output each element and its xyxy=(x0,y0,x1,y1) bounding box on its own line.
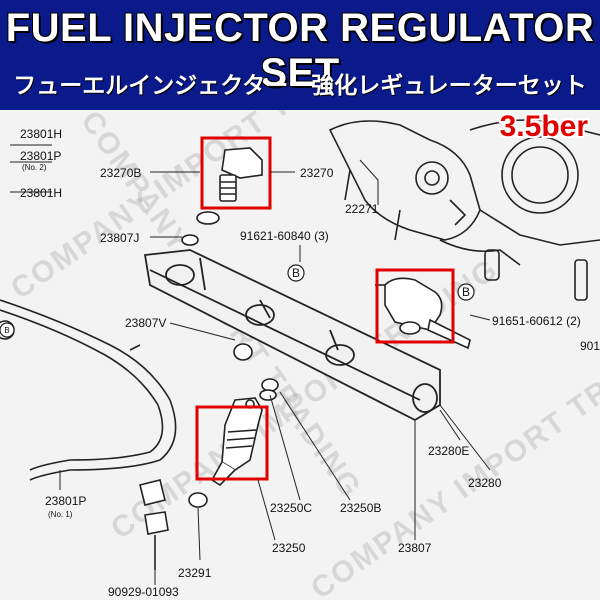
label-23250b: 23250B xyxy=(340,501,381,515)
part-number-labels: 23801H 23801P (No. 2) 23801H 23270B 2327… xyxy=(20,127,600,599)
product-subtitle: フューエルインジェクター 強化レギュレーターセット xyxy=(13,73,587,99)
label-901: 901 xyxy=(580,339,600,353)
label-23801p-no2: 23801P xyxy=(20,149,61,163)
label-23801h-mid: 23801H xyxy=(20,186,62,200)
clamp-drawing xyxy=(139,479,208,570)
label-90929-01093: 90929-01093 xyxy=(108,585,179,599)
marker-b-2: B xyxy=(462,285,470,299)
label-23807v: 23807V xyxy=(125,316,166,330)
marker-b-3: B xyxy=(4,326,9,335)
label-23280: 23280 xyxy=(468,476,502,490)
highlight-box-pulsation-damper xyxy=(200,136,272,210)
label-91621-60840: 91621-60840 (3) xyxy=(240,229,329,243)
label-23250: 23250 xyxy=(272,541,306,555)
label-23250c: 23250C xyxy=(270,501,312,515)
leader-lines xyxy=(10,144,491,585)
reference-markers: B B B xyxy=(0,264,475,338)
label-91651-60612: 91651-60612 (2) xyxy=(492,314,581,328)
label-23801p-no1-sub: (No. 1) xyxy=(48,510,73,519)
fuel-pulsation-damper xyxy=(219,147,263,202)
label-23807: 23807 xyxy=(398,541,432,555)
title-banner xyxy=(0,0,600,110)
fuel-hose-drawing xyxy=(0,299,177,481)
label-23270b: 23270B xyxy=(100,166,141,180)
pressure-rating: 3.5ber xyxy=(499,110,588,143)
label-23807j: 23807J xyxy=(100,231,139,245)
orings-top xyxy=(181,211,279,401)
highlight-box-regulator xyxy=(375,268,455,344)
label-23270: 23270 xyxy=(300,166,334,180)
label-22271: 22271 xyxy=(345,202,379,216)
marker-b-1: B xyxy=(292,266,300,280)
label-23291: 23291 xyxy=(178,566,212,580)
label-23801h-top: 23801H xyxy=(20,127,62,141)
fuel-pressure-regulator xyxy=(375,277,471,350)
label-23801p-no1: 23801P xyxy=(45,494,86,508)
throttle-body-drawing xyxy=(328,119,600,301)
label-23280e: 23280E xyxy=(428,444,469,458)
label-23801p-no2-sub: (No. 2) xyxy=(22,163,47,172)
product-title: FUEL INJECTOR REGULATOR SET xyxy=(5,6,595,95)
highlight-box-injector xyxy=(195,405,269,481)
highlight-boxes xyxy=(195,136,455,481)
